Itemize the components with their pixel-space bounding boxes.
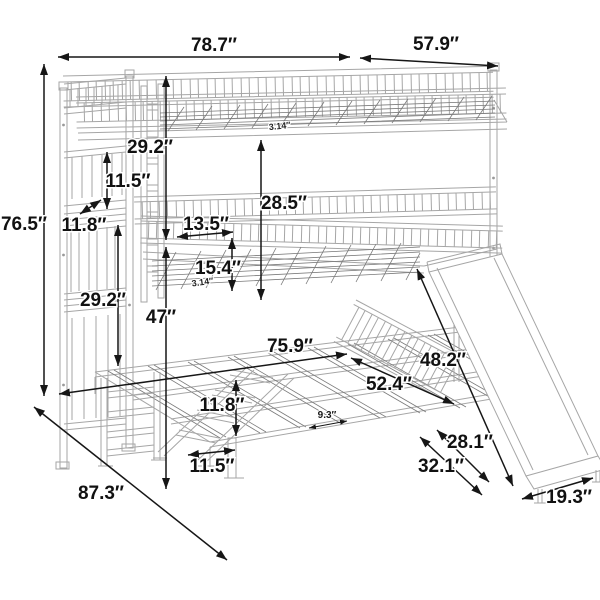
- svg-text:29.2″: 29.2″: [80, 290, 126, 311]
- svg-text:29.2″: 29.2″: [127, 137, 173, 158]
- dim-overall-depth: 87.3″: [33, 406, 228, 561]
- dim-top-bunk-drop: 29.2″: [125, 76, 175, 240]
- svg-text:28.5″: 28.5″: [261, 193, 307, 214]
- dim-middle-to-floor: 47″: [144, 247, 178, 489]
- dim-middle-opening-width: 13.5″: [176, 213, 234, 241]
- svg-text:11.8″: 11.8″: [199, 395, 244, 416]
- dimensions: 78.7″ 57.9″ 76.5″ 29.2″ 47″ 11.5″ 11.8″: [0, 33, 594, 561]
- svg-text:47″: 47″: [146, 307, 176, 328]
- svg-text:48.2″: 48.2″: [420, 350, 466, 371]
- bed-line-drawing: [55, 62, 600, 504]
- top-bunk: [62, 62, 508, 331]
- dim-bottom-length: 75.9″: [58, 335, 348, 397]
- dim-top-ladder-depth: 11.8″: [60, 199, 108, 238]
- dim-bottom-rail-height: 11.8″: [198, 380, 246, 436]
- top-bunk-slats: [159, 95, 496, 132]
- left-end-frame: [55, 69, 136, 470]
- svg-text:75.9″: 75.9″: [267, 336, 313, 357]
- dim-top-slat-gap: 3.14″: [267, 119, 292, 133]
- dim-slide-length: 48.2″: [416, 268, 514, 487]
- svg-text:32.1″: 32.1″: [418, 456, 464, 477]
- dim-top-width: 57.9″: [359, 33, 499, 70]
- middle-bunk-slats: [151, 242, 421, 291]
- svg-text:15.4″: 15.4″: [195, 258, 241, 279]
- dim-bottom-slat-gap: 9.3″: [308, 409, 348, 430]
- middle-bunk: [133, 186, 504, 291]
- svg-text:3.14″: 3.14″: [268, 120, 291, 132]
- dim-middle-guard-height: 15.4″: [193, 238, 243, 291]
- svg-text:57.9″: 57.9″: [413, 34, 459, 55]
- dim-middle-bunk-drop: 29.2″: [78, 225, 128, 366]
- svg-text:11.5″: 11.5″: [105, 171, 150, 192]
- svg-text:28.1″: 28.1″: [447, 432, 493, 453]
- dim-slide-run-lower: 32.1″: [416, 436, 483, 496]
- dim-slide-end-width: 19.3″: [521, 477, 594, 510]
- svg-text:76.5″: 76.5″: [1, 214, 47, 235]
- dim-top-length: 78.7″: [58, 34, 350, 61]
- dim-top-to-middle-clearance: 28.5″: [257, 140, 309, 300]
- dim-top-guard-gap: 11.5″: [103, 152, 152, 209]
- svg-text:52.4″: 52.4″: [366, 374, 412, 395]
- svg-text:3.14″: 3.14″: [191, 275, 215, 288]
- dim-bottom-width: 52.4″: [350, 357, 455, 405]
- svg-text:78.7″: 78.7″: [191, 35, 237, 56]
- svg-text:19.3″: 19.3″: [546, 487, 592, 508]
- svg-text:11.5″: 11.5″: [189, 456, 234, 477]
- dim-overall-height: 76.5″: [0, 64, 49, 396]
- svg-text:9.3″: 9.3″: [318, 410, 337, 421]
- svg-text:11.8″: 11.8″: [61, 215, 106, 236]
- svg-text:13.5″: 13.5″: [183, 214, 229, 235]
- dim-middle-slat-gap: 3.14″: [190, 274, 216, 289]
- svg-text:87.3″: 87.3″: [78, 483, 124, 504]
